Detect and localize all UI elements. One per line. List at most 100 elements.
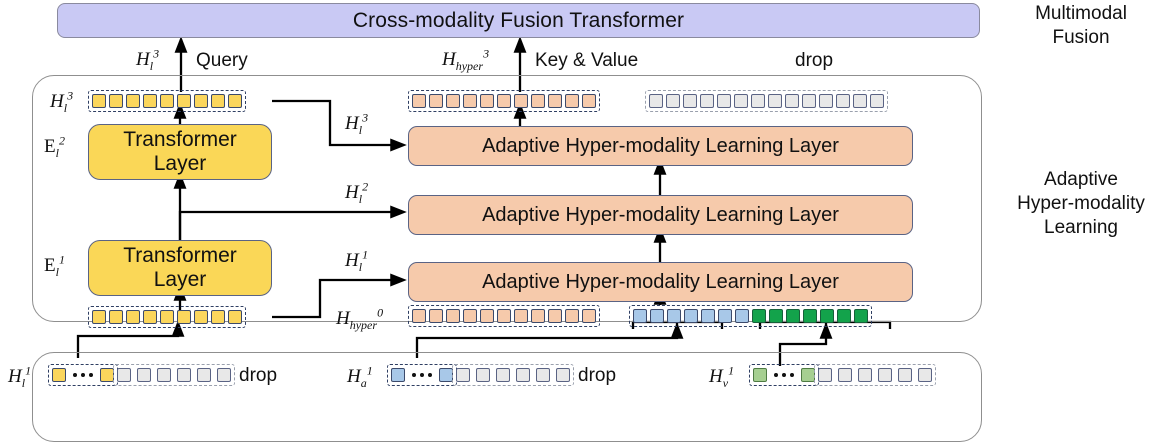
token-gray [818,368,832,382]
token-row-h-l-1-kept[interactable] [48,364,118,386]
token-peach [514,94,528,108]
token-green [854,309,868,323]
token-yellow [109,94,123,108]
label-h-hyper-0: Hhyper0 [336,305,384,332]
token-peach [565,309,579,323]
ahl-layer-3[interactable]: Adaptive Hyper-modality Learning Layer [408,126,913,166]
ahl-side-line1: Adaptive [1044,169,1118,190]
token-yellow [177,310,191,324]
token-peach [429,309,443,323]
token-green [837,309,851,323]
token-gray [177,368,191,382]
multimodal-fusion-side-label: Multimodal Fusion [1000,2,1162,50]
token-row-h-hyper-3-kept[interactable] [408,90,600,112]
token-gray [157,368,171,382]
label-h-l-1-bottom: Hl1 [8,363,32,390]
token-yellow [92,94,106,108]
token-yellow [92,310,106,324]
token-peach [565,94,579,108]
token-gray [802,94,816,108]
label-h-l-1-to-ahl1: Hl1 [345,247,369,274]
token-yellow [109,310,123,324]
token-green [803,309,817,323]
token-yellow [100,368,114,382]
token-gray [649,94,663,108]
drop-label-top: drop [795,50,834,71]
token-gray [197,368,211,382]
token-gray [717,94,731,108]
token-yellow [194,310,208,324]
token-peach [463,309,477,323]
token-gray [666,94,680,108]
ellipsis-dots [408,373,436,377]
token-row-transformer-1-output[interactable] [88,306,246,328]
query-label: Query [196,50,248,71]
token-gray [870,94,884,108]
ahl-layer-2[interactable]: Adaptive Hyper-modality Learning Layer [408,195,913,235]
transformer-2-line2: Layer [153,152,207,175]
ahl-layer-2-label: Adaptive Hyper-modality Learning Layer [482,203,839,226]
token-row-h-hyper-0-language[interactable] [408,305,600,327]
token-peach [412,94,426,108]
token-blue [650,309,664,323]
token-peach [463,94,477,108]
token-gray [819,94,833,108]
token-gray [700,94,714,108]
token-blue [667,309,681,323]
token-row-h-a-1-dropped[interactable] [452,364,574,386]
label-h-hyper-3: Hhyper3 [442,46,490,73]
token-gray [918,368,932,382]
token-row-h-v-1-dropped[interactable] [814,364,936,386]
token-row-h-a-1-kept[interactable] [387,364,457,386]
token-peach [497,309,511,323]
token-peach [514,309,528,323]
token-peach [412,309,426,323]
token-row-h-v-1-kept[interactable] [749,364,819,386]
token-green [820,309,834,323]
token-yellow [177,94,191,108]
transformer-layer-2[interactable]: Transformer Layer [88,124,272,180]
token-peach [548,94,562,108]
token-yellow [160,94,174,108]
token-peach [446,94,460,108]
token-gray [853,94,867,108]
cross-modality-fusion-transformer-bar[interactable]: Cross-modality Fusion Transformer [57,3,980,38]
token-gray [838,368,852,382]
token-yellow [194,94,208,108]
label-h-a-1-bottom: Ha1 [347,363,373,390]
transformer-2-line1: Transformer [123,128,237,152]
token-gray [858,368,872,382]
token-peach [480,94,494,108]
token-gray [556,368,570,382]
ahl-side-line2: Hyper-modality [1017,192,1145,214]
ahl-layer-1[interactable]: Adaptive Hyper-modality Learning Layer [408,262,913,302]
fusion-bar-label: Cross-modality Fusion Transformer [352,8,685,32]
token-peach [446,309,460,323]
token-row-h-l-1-dropped[interactable] [113,364,235,386]
label-e-l-1: El1 [44,252,65,279]
token-row-h-l-3[interactable] [88,90,246,112]
token-row-h-hyper-3-dropped[interactable] [645,90,888,112]
token-yellow [126,94,140,108]
label-h-l-2-to-ahl2: Hl2 [345,179,369,206]
token-gray [217,368,231,382]
token-row-h-hyper-0-audio[interactable] [629,305,872,327]
token-gray [137,368,151,382]
ahl-layer-3-label: Adaptive Hyper-modality Learning Layer [482,134,839,157]
token-green [786,309,800,323]
token-peach [548,309,562,323]
transformer-layer-1[interactable]: Transformer Layer [88,240,272,296]
token-gray [768,94,782,108]
ellipsis-dots [69,373,97,377]
token-blue [735,309,749,323]
token-gray [751,94,765,108]
token-yellow [143,94,157,108]
token-gray [785,94,799,108]
drop-label-audio: drop [578,365,617,386]
token-gray [898,368,912,382]
token-green [752,309,766,323]
token-peach [582,94,596,108]
token-yellow [160,310,174,324]
token-gray [683,94,697,108]
multimodal-fusion-line2: Fusion [1052,26,1110,48]
